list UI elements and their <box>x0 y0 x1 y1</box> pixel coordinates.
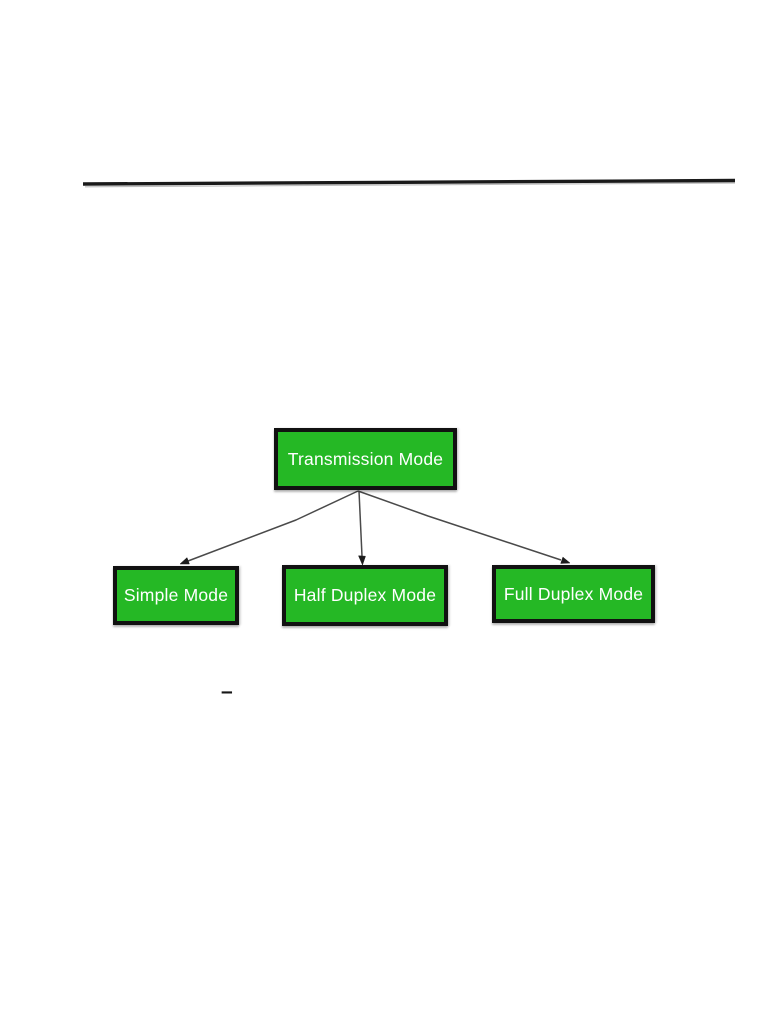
node-transmission-mode-label: Transmission Mode <box>287 448 444 469</box>
horizontal-rule <box>82 178 736 186</box>
node-half-duplex-mode-label: Half Duplex Mode <box>293 585 437 605</box>
connector-root-to-half-duplex <box>358 490 363 557</box>
node-half-duplex-mode: Half Duplex Mode <box>282 565 448 626</box>
node-transmission-mode: Transmission Mode <box>274 428 457 490</box>
arrowhead-simple <box>179 557 190 565</box>
node-simple-mode: Simple Mode <box>113 566 239 625</box>
arrowhead-half-duplex <box>358 555 366 566</box>
connector-root-to-full-duplex <box>357 490 562 561</box>
arrowhead-full-duplex <box>560 556 571 564</box>
dash-mark: – <box>221 680 233 703</box>
node-full-duplex-mode: Full Duplex Mode <box>492 565 655 623</box>
horizontal-rule-shadow <box>84 182 736 188</box>
node-simple-mode-label: Simple Mode <box>123 585 229 605</box>
connector-root-to-simple <box>187 490 359 562</box>
node-full-duplex-mode-label: Full Duplex Mode <box>503 583 644 604</box>
